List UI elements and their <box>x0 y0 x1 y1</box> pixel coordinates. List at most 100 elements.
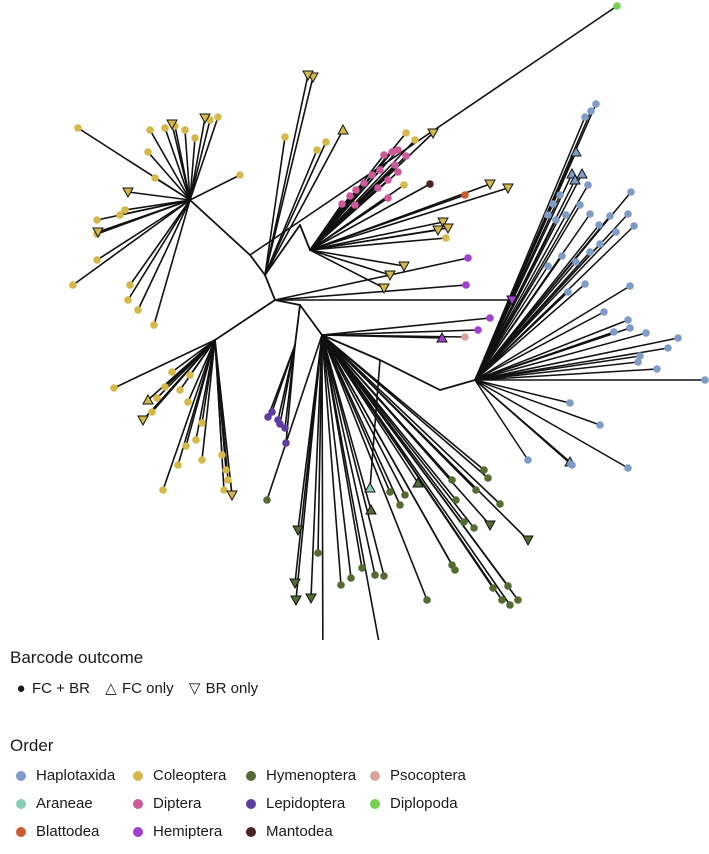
order-coleoptera: Coleoptera <box>133 767 226 784</box>
tree-branch <box>153 199 191 326</box>
fc-br-tip <box>352 186 360 194</box>
fc-br-tip <box>596 240 604 248</box>
fc-br-tip <box>592 100 600 108</box>
color-swatch <box>133 826 143 837</box>
fc-br-tip <box>448 476 456 484</box>
fc-br-tip <box>93 256 101 264</box>
order-blattodea: Blattodea <box>16 823 99 840</box>
tree-tips <box>69 2 709 609</box>
order-hymenoptera: Hymenoptera <box>246 767 356 784</box>
fc-br-tip <box>630 222 638 230</box>
tree-branch <box>309 249 391 276</box>
phylogenetic-tree <box>69 2 709 640</box>
br-only-tip <box>289 578 301 590</box>
tree-branch <box>321 334 511 606</box>
br-only-tip <box>378 283 390 295</box>
tree-branch <box>309 183 431 251</box>
tree-branch <box>309 187 509 251</box>
fc-br-tip <box>314 549 322 557</box>
br-only-tip <box>302 70 314 82</box>
order-mantodea: Mantodea <box>246 823 333 840</box>
fc-br-tip <box>442 234 450 242</box>
fc-br-tip <box>313 146 321 154</box>
br-only-tip <box>437 217 449 229</box>
tree-branch <box>189 119 211 201</box>
fc-br-tip <box>461 333 469 341</box>
fc-br-tip <box>460 518 468 526</box>
tree-branch <box>266 334 323 501</box>
tree-branch <box>299 304 323 336</box>
fc-br-tip <box>121 206 129 214</box>
fc-br-tip <box>411 136 419 144</box>
fc-br-tip <box>596 421 604 429</box>
fc-only-tip <box>570 145 582 157</box>
tree-branch <box>439 379 476 391</box>
fc-br-tip <box>576 201 584 209</box>
tree-branch <box>264 274 276 301</box>
tree-branch <box>321 334 519 601</box>
tree-branch <box>189 199 251 256</box>
tree-branch <box>474 355 641 381</box>
color-swatch <box>16 826 26 837</box>
order-label: Araneae <box>36 795 93 812</box>
fc-br-tip <box>626 282 634 290</box>
fc-br-tip <box>606 212 614 220</box>
fc-br-tip <box>236 171 244 179</box>
tree-branch <box>127 199 191 301</box>
fc-br-tip <box>474 326 482 334</box>
outcome-fc-br: ● FC + BR <box>14 680 89 697</box>
tree-branch <box>321 334 456 571</box>
fc-br-tip <box>636 352 644 360</box>
fc-br-tip <box>564 288 572 296</box>
color-swatch <box>16 798 26 809</box>
fc-br-tip <box>627 188 635 196</box>
tree-branch <box>309 249 405 267</box>
tree-branch <box>164 127 191 201</box>
tree-branch <box>201 339 216 461</box>
order-label: Psocoptera <box>390 767 466 784</box>
tree-branch <box>249 254 266 276</box>
fc-br-tip <box>674 334 682 342</box>
fc-br-tip <box>549 200 557 208</box>
order-legend-title: Order <box>10 736 54 755</box>
triangle-down-icon: ▽ <box>188 680 201 697</box>
tree-branch <box>474 255 563 381</box>
color-swatch <box>370 770 380 781</box>
outcome-br-only: ▽ BR only <box>188 679 258 698</box>
tree-branch <box>309 249 385 289</box>
fc-br-tip <box>401 491 409 499</box>
fc-br-tip <box>581 280 589 288</box>
br-only-tip <box>137 415 149 427</box>
order-label: Coleoptera <box>153 767 227 784</box>
tree-branch <box>154 177 191 201</box>
fc-br-tip <box>701 376 709 384</box>
tree-branch <box>149 129 191 201</box>
fc-only-tip <box>569 173 581 185</box>
fc-br-tip <box>184 398 192 406</box>
fc-br-tip <box>282 439 290 447</box>
tree-branch <box>189 339 216 376</box>
fc-br-tip <box>498 596 506 604</box>
tree-branch <box>96 199 191 221</box>
fc-br-tip <box>151 174 159 182</box>
tree-branch <box>147 151 191 201</box>
tree-branch <box>96 199 191 261</box>
fc-br-tip <box>384 194 392 202</box>
fc-br-tip <box>587 107 595 115</box>
br-only-tip <box>384 270 396 282</box>
tree-branch <box>474 311 605 381</box>
fc-br-tip <box>544 211 552 219</box>
order-label: Diplopoda <box>390 795 458 812</box>
fc-br-tip <box>634 358 642 366</box>
fc-br-tip <box>426 180 434 188</box>
fc-br-tip <box>276 420 284 428</box>
fc-br-tip <box>600 308 608 316</box>
fc-br-tip <box>386 488 394 496</box>
fc-br-tip <box>182 442 190 450</box>
tree-branch <box>151 339 216 413</box>
fc-br-tip <box>358 564 366 572</box>
fc-br-tip <box>504 582 512 590</box>
tree-branch <box>279 344 296 425</box>
fc-br-tip <box>192 436 200 444</box>
tree-branch <box>127 191 191 201</box>
